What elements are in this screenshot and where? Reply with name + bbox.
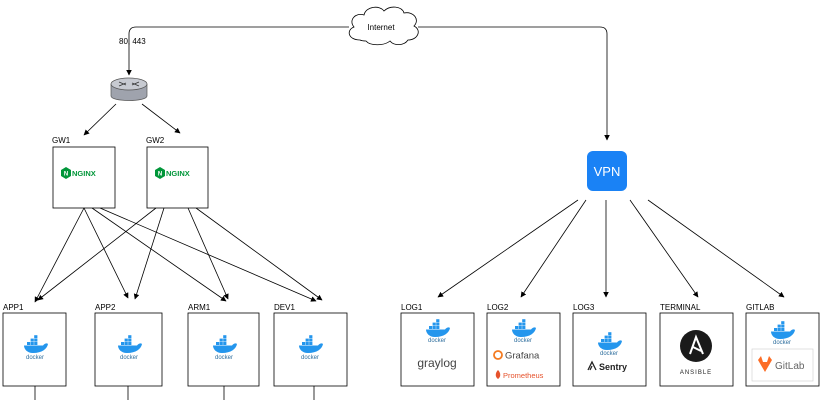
ansible-icon: [680, 330, 712, 362]
app2-label: APP2: [95, 303, 116, 312]
docker-logo-app2: docker: [118, 335, 142, 361]
log1-logo-text: docker: [428, 338, 446, 344]
edge-internet-vpn: [418, 26, 610, 141]
node-app2: APP2 docker: [94, 303, 163, 387]
node-terminal: TERMINAL ANSIBLE: [659, 303, 734, 387]
app1-logo-text: docker: [26, 355, 44, 361]
dev1-label: DEV1: [274, 303, 295, 312]
router: [110, 77, 148, 101]
edge-gw1-app1: [34, 207, 85, 303]
svg-text:N: N: [64, 172, 68, 178]
gateway-gw1: GW1 N NGINX: [52, 136, 116, 209]
log3-label: LOG3: [573, 303, 595, 312]
app2-logo-text: docker: [120, 355, 138, 361]
nginx-hexagon-icon: [61, 167, 71, 179]
nginx-hexagon-icon: [155, 167, 165, 179]
node-log1: LOG1 docker graylog: [400, 303, 475, 387]
internet-label: Internet: [367, 23, 395, 32]
gitlab-label: GITLAB: [746, 303, 774, 312]
edge-gw1-app2: [83, 207, 129, 299]
sentry-logo-text: Sentry: [599, 362, 627, 372]
gitlab-logo-text: docker: [773, 340, 791, 346]
node-app1: APP1 docker: [2, 303, 67, 387]
ansible-logo-text: ANSIBLE: [680, 370, 712, 376]
edge-internet-router: [126, 26, 349, 76]
node-dev1: DEV1 docker: [273, 303, 348, 387]
docker-logo-app1: docker: [24, 335, 48, 361]
svg-text:N: N: [158, 172, 162, 178]
log3-logo-text: docker: [600, 351, 618, 357]
gitlab-fox-icon: [758, 356, 772, 372]
ports-label: 80, 443: [119, 37, 146, 46]
arm1-logo-text: docker: [215, 355, 233, 361]
prometheus-flame-icon: [495, 370, 501, 379]
prometheus-logo-text: Prometheus: [503, 371, 544, 380]
vpn-node: VPN: [587, 151, 627, 191]
node-log3: LOG3 docker Sentry: [572, 303, 647, 387]
edge-vpn-log2: [520, 199, 587, 298]
log2-label: LOG2: [487, 303, 509, 312]
dev1-logo-text: docker: [301, 355, 319, 361]
vpn-badge: [587, 151, 627, 191]
edge-gw1-dev1: [99, 207, 317, 302]
docker-logo-dev1: docker: [299, 335, 323, 361]
graylog-logo-text: graylog: [417, 356, 456, 370]
edge-router-gw2: [141, 103, 181, 134]
docker-logo-log1: docker: [426, 319, 450, 344]
grafana-icon: [493, 350, 503, 360]
vpn-label: VPN: [594, 164, 621, 179]
cloud-icon: [348, 6, 419, 46]
edge-vpn-gitlab: [647, 199, 785, 298]
connections: [34, 26, 785, 400]
ansible-logo: ANSIBLE: [680, 330, 712, 376]
edge-gw2-arm1: [187, 207, 229, 300]
gitlab-product-text: GitLab: [775, 361, 805, 372]
edge-gw2-app2: [133, 207, 165, 300]
internet-cloud: Internet: [348, 6, 419, 46]
sentry-icon: [587, 360, 597, 371]
docker-logo-gitlab: docker: [771, 321, 795, 346]
arm1-label: ARM1: [188, 303, 211, 312]
nginx-logo-gw1: N NGINX: [61, 167, 96, 179]
node-gitlab: GITLAB docker GitLab: [745, 303, 820, 387]
nginx-logo-gw2: N NGINX: [155, 167, 190, 179]
gw2-label: GW2: [146, 136, 165, 145]
edge-router-gw1: [83, 103, 117, 136]
gateway-gw2: GW2 N NGINX: [146, 136, 209, 209]
edge-gw1-arm1: [91, 207, 227, 302]
gw1-label: GW1: [52, 136, 71, 145]
docker-logo-arm1: docker: [213, 335, 237, 361]
edge-vpn-log1: [437, 199, 579, 298]
edge-gw2-app1: [37, 207, 157, 301]
gw1-logo-text: NGINX: [72, 169, 96, 178]
terminal-label: TERMINAL: [660, 303, 701, 312]
docker-logo-log2: docker: [512, 319, 536, 344]
docker-logo-log3: docker: [598, 332, 622, 357]
gw2-logo-text: NGINX: [166, 169, 190, 178]
log1-label: LOG1: [401, 303, 423, 312]
router-arrows-icon: [118, 81, 140, 87]
edge-vpn-terminal: [629, 199, 699, 298]
edge-gw2-dev1: [195, 207, 323, 301]
grafana-logo-text: Grafana: [505, 351, 540, 362]
node-arm1: ARM1 docker: [187, 303, 260, 387]
node-log2: LOG2 docker Grafana Prometheus: [486, 303, 561, 387]
log2-logo-text: docker: [514, 338, 532, 344]
app1-label: APP1: [3, 303, 24, 312]
